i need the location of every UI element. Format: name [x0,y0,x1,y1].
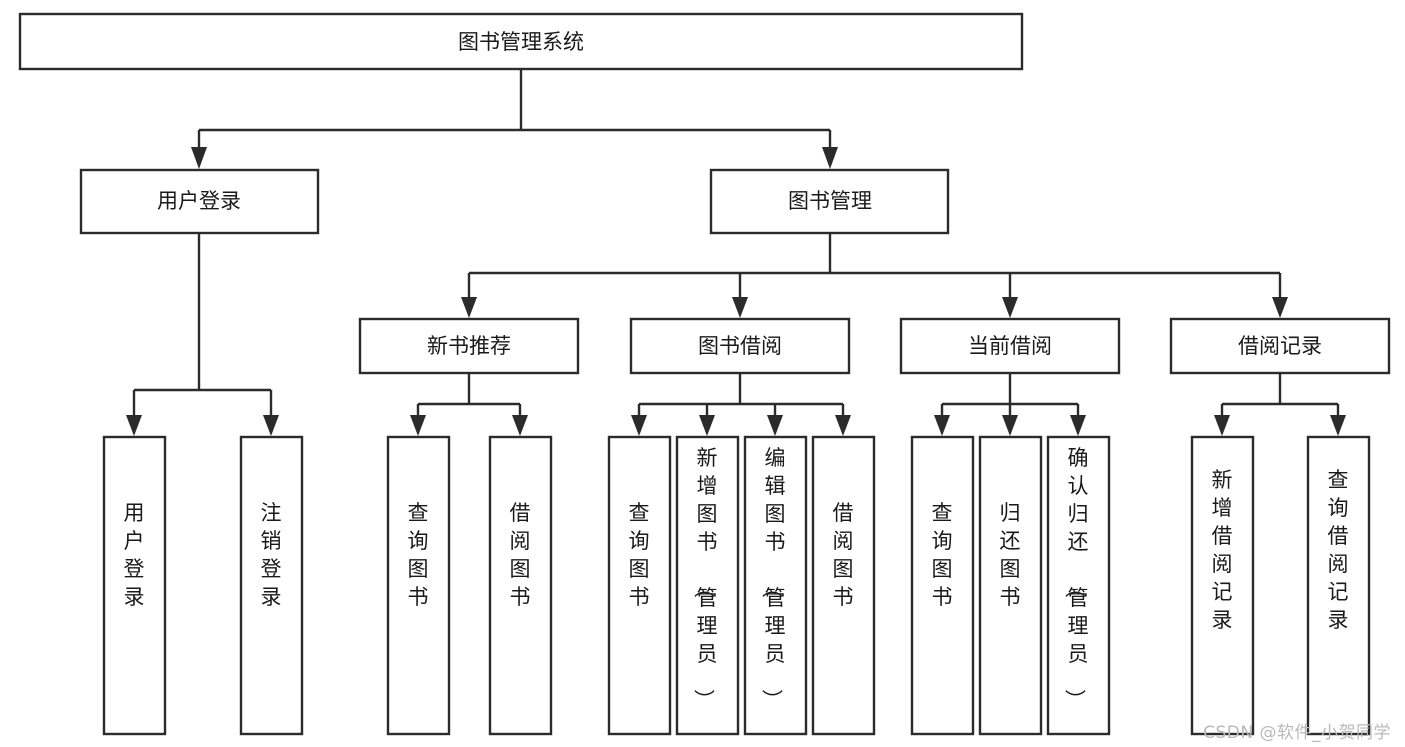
node-leaf-add-record[interactable]: 新增借阅记录 [1190,435,1255,736]
node-leaf-query-record-box [1306,435,1371,736]
node-leaf-return-book-box [978,435,1043,736]
node-leaf-query-book-3-label: 查询图书 [932,501,953,609]
arrow-to-leaf-user-login [126,415,142,436]
node-new-book-recommend-label: 新书推荐 [427,334,511,358]
node-book-borrow-label: 图书借阅 [698,334,782,358]
arrow-to-new-book-recommend [461,297,477,318]
arrow-to-leaf-query-record [1330,415,1346,436]
node-current-borrow-box [899,317,1121,375]
arrow-to-user-login [191,147,207,169]
node-current-borrow[interactable]: 当前借阅 [899,317,1121,375]
arrow-to-leaf-logout-login [263,415,279,436]
arrow-to-leaf-borrow-book-1 [512,415,528,436]
connector-layer [126,69,1346,436]
node-user-login-label: 用户登录 [157,189,241,213]
node-leaf-user-login-box [102,435,167,736]
node-root-system-label: 图书管理系统 [458,30,584,54]
node-leaf-edit-book-box [743,435,808,736]
node-root-system[interactable]: 图书管理系统 [18,12,1024,71]
node-leaf-user-login[interactable]: 用户登录 [102,435,167,736]
arrow-to-leaf-query-book-1 [410,415,426,436]
arrow-to-leaf-add-book [699,415,715,436]
node-leaf-logout-login[interactable]: 注销登录 [239,435,304,736]
node-leaf-borrow-book-2-box [811,435,876,736]
node-leaf-edit-book-label: 编辑图书（管理员） [760,446,786,710]
node-leaf-edit-book[interactable]: 编辑图书（管理员） [743,435,808,736]
arrow-to-book-borrow [732,297,748,318]
node-leaf-query-book-3[interactable]: 查询图书 [910,435,975,736]
csdn-watermark: CSDN @软件_小贺同学 [1203,723,1391,743]
arrow-to-leaf-query-book-2 [631,415,647,436]
node-new-book-recommend-box [358,317,580,375]
node-leaf-query-book-3-box [910,435,975,736]
node-leaf-borrow-book-1[interactable]: 借阅图书 [488,435,553,736]
node-leaf-query-book-1[interactable]: 查询图书 [386,435,451,736]
node-borrow-record-label: 借阅记录 [1238,334,1322,358]
arrow-to-borrow-record [1272,297,1288,318]
node-leaf-query-record-label: 查询借阅记录 [1328,468,1349,632]
node-leaf-logout-login-label: 注销登录 [261,501,282,609]
node-leaf-add-record-label: 新增借阅记录 [1212,468,1233,632]
node-user-login[interactable]: 用户登录 [79,168,320,235]
node-leaf-confirm-return[interactable]: 确认归还（管理员） [1046,435,1111,736]
node-leaf-borrow-book-1-label: 借阅图书 [510,501,531,609]
node-leaf-return-book[interactable]: 归还图书 [978,435,1043,736]
node-new-book-recommend[interactable]: 新书推荐 [358,317,580,375]
node-leaf-user-login-label: 用户登录 [124,501,145,609]
node-leaf-add-record-box [1190,435,1255,736]
node-leaf-confirm-return-label: 确认归还（管理员） [1063,446,1089,710]
node-leaf-confirm-return-box [1046,435,1111,736]
node-user-login-box [79,168,320,235]
arrow-to-leaf-borrow-book-2 [835,415,851,436]
arrow-to-leaf-return-book [1002,415,1018,436]
node-leaf-query-record[interactable]: 查询借阅记录 [1306,435,1371,736]
arrow-to-book-management [822,147,838,169]
node-current-borrow-label: 当前借阅 [968,334,1052,358]
arrow-to-leaf-edit-book [767,415,783,436]
node-book-borrow[interactable]: 图书借阅 [629,317,851,375]
node-leaf-return-book-label: 归还图书 [1000,501,1021,609]
node-leaf-borrow-book-1-box [488,435,553,736]
node-leaf-query-book-2-label: 查询图书 [629,501,650,609]
node-book-management-box [709,168,950,235]
node-borrow-record[interactable]: 借阅记录 [1169,317,1391,375]
node-leaf-query-book-1-box [386,435,451,736]
node-book-management-label: 图书管理 [788,189,872,213]
node-leaf-query-book-2[interactable]: 查询图书 [607,435,672,736]
node-leaf-add-book-label: 新增图书（管理员） [692,446,718,710]
node-book-borrow-box [629,317,851,375]
node-leaf-add-book[interactable]: 新增图书（管理员） [675,435,740,736]
node-borrow-record-box [1169,317,1391,375]
node-book-management[interactable]: 图书管理 [709,168,950,235]
arrow-to-current-borrow [1002,297,1018,318]
node-leaf-query-book-1-label: 查询图书 [408,501,429,609]
node-leaf-borrow-book-2-label: 借阅图书 [833,501,854,609]
node-leaf-query-book-2-box [607,435,672,736]
node-root-system-box [18,12,1024,71]
node-leaf-logout-login-box [239,435,304,736]
arrow-to-leaf-confirm-return [1070,415,1086,436]
node-leaf-borrow-book-2[interactable]: 借阅图书 [811,435,876,736]
arrow-to-leaf-add-record [1214,415,1230,436]
node-leaf-add-book-box [675,435,740,736]
arrow-to-leaf-query-book-3 [934,415,950,436]
